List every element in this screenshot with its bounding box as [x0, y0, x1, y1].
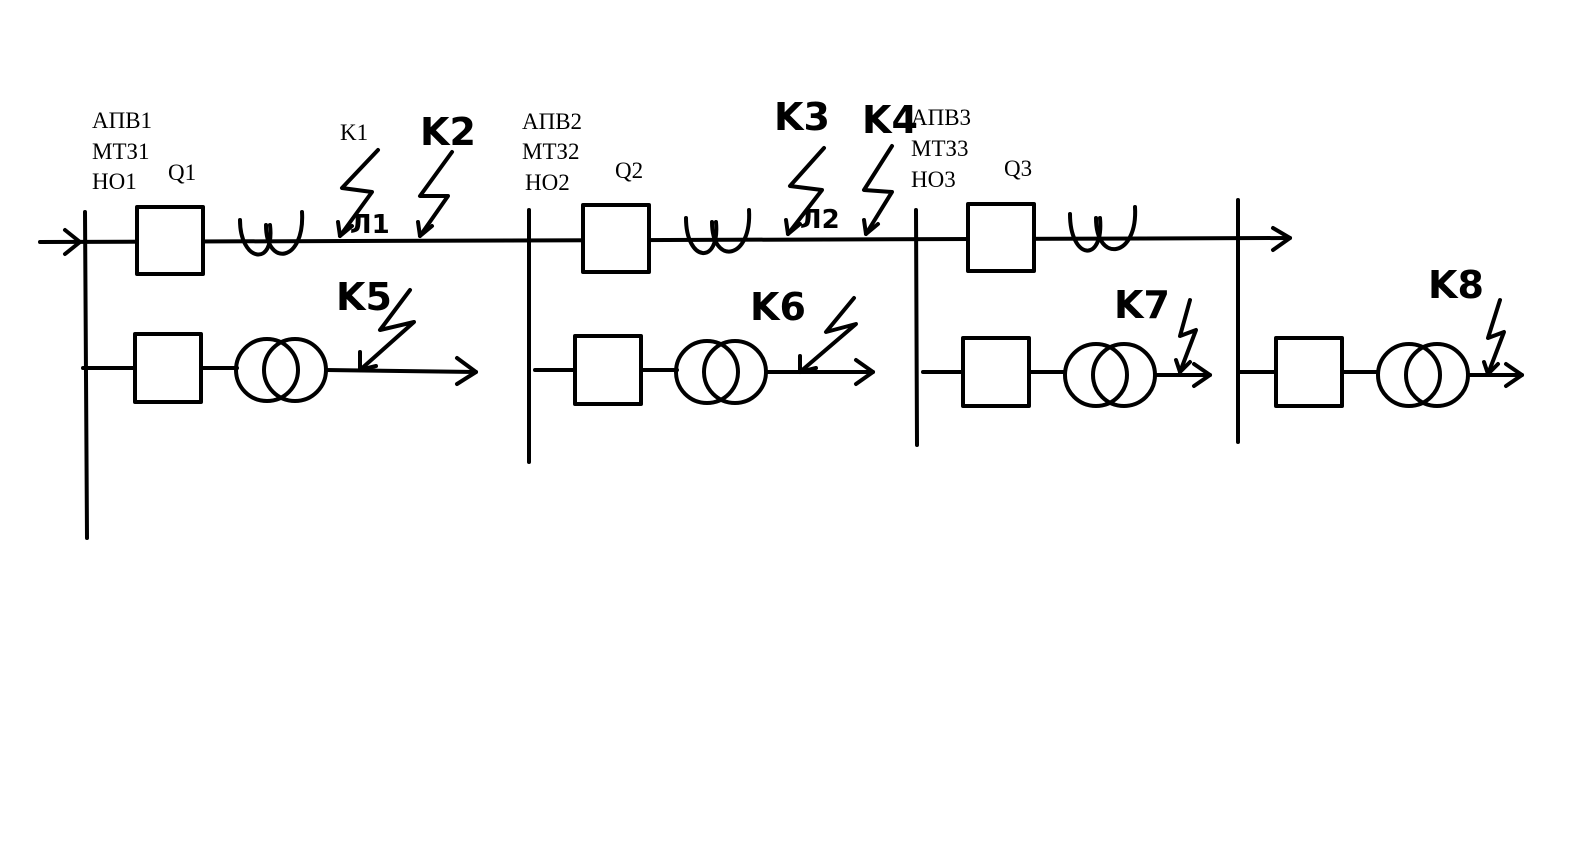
breaker-q2	[581, 203, 651, 274]
busbar-1	[83, 210, 89, 540]
label-apv3: АПВ3	[911, 105, 971, 130]
fault-arrow-k8	[1482, 298, 1506, 376]
label-q3: Q3	[1004, 156, 1032, 181]
feeder-3	[921, 336, 1212, 408]
fault-label-k1: K1	[340, 120, 368, 145]
fault-arrow-k2	[416, 150, 454, 238]
fault-label-k3: K3	[774, 95, 830, 139]
fault-label-k7: K7	[1114, 283, 1170, 327]
current-transformer-3	[1068, 205, 1138, 253]
label-mtz2: МТЗ2	[522, 139, 580, 164]
fault-label-k8: K8	[1428, 263, 1484, 307]
fault-arrow-k1	[336, 148, 380, 238]
fault-label-k6: K6	[750, 285, 806, 329]
main-line	[38, 226, 1292, 256]
fault-arrow-k4	[862, 144, 894, 236]
fault-arrow-k7	[1174, 298, 1198, 374]
feeder-4	[1238, 336, 1524, 408]
fault-arrow-k6	[798, 296, 858, 374]
label-apv2: АПВ2	[522, 109, 582, 134]
label-mtz1: МТЗ1	[92, 139, 150, 164]
current-transformer-2	[684, 208, 752, 255]
line-label-l1: Л1	[350, 210, 390, 240]
label-q1: Q1	[168, 160, 196, 185]
breaker-q1	[135, 205, 205, 276]
line-label-l2: Л2	[800, 205, 840, 235]
feeder-2	[533, 334, 875, 406]
busbar-3	[914, 208, 919, 447]
fault-label-k5: K5	[336, 275, 392, 319]
breaker-q3	[966, 202, 1036, 273]
fault-arrow-k3	[784, 146, 826, 236]
current-transformer-1	[238, 210, 305, 257]
label-no3: НО3	[911, 167, 956, 192]
fault-label-k4: K4	[862, 98, 918, 142]
label-mtz3: МТЗ3	[911, 136, 969, 161]
feeder-1	[81, 332, 478, 404]
label-no1: НО1	[92, 169, 137, 194]
label-apv1: АПВ1	[92, 108, 152, 133]
fault-arrow-k5	[358, 288, 416, 372]
fault-label-k2: K2	[420, 110, 476, 154]
label-no2: НО2	[525, 170, 570, 195]
label-q2: Q2	[615, 158, 643, 183]
